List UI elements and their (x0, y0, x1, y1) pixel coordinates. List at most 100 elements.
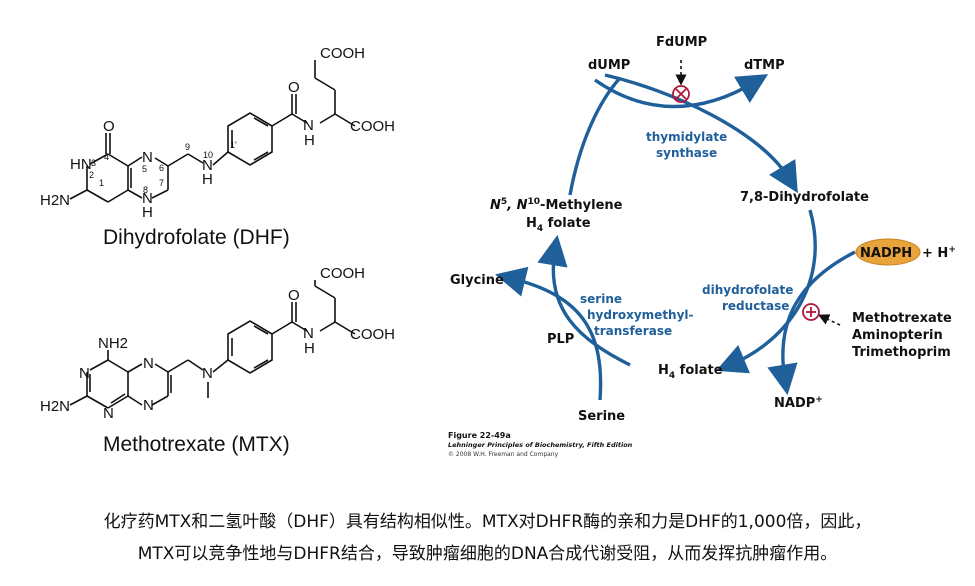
mtx-n4: N (143, 397, 154, 414)
dhf-num-7: 7 (159, 178, 164, 188)
dhf-hn: HN (70, 156, 92, 173)
arc-dhf-to-thf (715, 209, 817, 374)
mthf-sub4: 4 (537, 224, 543, 234)
dhf-num-8: 8 (143, 185, 148, 195)
ts-label-1: thymidylate (646, 130, 727, 144)
dhf-n10: N (202, 157, 213, 174)
figure-book: Lehninger Principles of Biochemistry, Fi… (448, 441, 633, 449)
shmt-label-1: serine (580, 292, 622, 306)
inhibitor-2: Aminopterin (852, 328, 943, 343)
thf-sub: 4 (669, 371, 675, 381)
arc-serine-to-glycine (495, 266, 603, 401)
nadp-sup: + (815, 395, 823, 405)
dump-label: dUMP (588, 58, 630, 73)
dhf-num-5: 5 (142, 164, 147, 174)
nadph-oval (855, 238, 921, 266)
mthf-sup5: 5 (501, 197, 507, 207)
mthf-label-1: N5, N10-Methylene (490, 197, 623, 213)
dhfr-label-2: reductase (722, 299, 789, 313)
caption: 化疗药MTX和二氢叶酸（DHF）具有结构相似性。MTX对DHFR酶的亲和力是DH… (0, 506, 975, 570)
dhf-num-4: 4 (104, 152, 109, 162)
dtmp-label: dTMP (744, 58, 785, 73)
figure-title: Figure 22-49a (448, 431, 511, 440)
dhf-label: 7,8-Dihydrofolate (740, 190, 869, 205)
dhf-num-1: 1 (99, 178, 104, 188)
dhf-structure (69, 60, 356, 203)
nadp-label: NADP+ (774, 395, 823, 411)
dhf-labels: COOH COOH O N H O HN H2N N N H N H 1 2 3… (40, 45, 395, 249)
mtx-n3: N (143, 355, 154, 372)
mtx-amide-h: H (304, 340, 315, 357)
dhf-cooh-right: COOH (350, 118, 395, 135)
inhibitor-1: Methotrexate (852, 311, 952, 326)
thf-folate: folate (675, 363, 723, 378)
inhibit-icon-ts (672, 85, 690, 103)
mtx-n1: N (79, 365, 90, 382)
mtx-arrow (817, 314, 841, 326)
cycle-arcs (495, 73, 856, 401)
dhf-ring-o: O (103, 118, 115, 135)
dhf-num-6: 6 (159, 163, 164, 173)
mtx-h2n: H2N (40, 398, 70, 415)
dhf-n5: N (142, 149, 153, 166)
shmt-label-2: hydroxymethyl- (587, 308, 694, 322)
dhf-name: Dihydrofolate (DHF) (103, 226, 290, 249)
dhf-num-2: 2 (89, 170, 94, 180)
cycle-labels: FdUMP dUMP dTMP thymidylate synthase 7,8… (448, 35, 956, 458)
mtx-cooh-top: COOH (320, 265, 365, 282)
inhibit-icon-dhfr (802, 303, 820, 321)
figure-copyright: © 2008 W.H. Freeman and Company (448, 451, 559, 458)
mthf-n5: N (490, 198, 501, 213)
mtx-carbonyl-o: O (288, 287, 300, 304)
mthf-rest: -Methylene (540, 198, 623, 213)
dhf-amide-n: N (303, 117, 314, 134)
arc-dump-to-dtmp (594, 74, 769, 109)
dhfr-label-1: dihydrofolate (702, 283, 793, 297)
caption-line-2: MTX可以竞争性地与DHFR结合，导致肿瘤细胞的DNA合成代谢受阻，从而发挥抗肿… (137, 544, 838, 564)
dhf-n8: N (142, 190, 153, 207)
mtx-nh2: NH2 (98, 335, 128, 352)
dhf-num-1prime: 1' (230, 140, 237, 150)
mtx-amide-n: N (303, 325, 314, 342)
ts-label-2: synthase (656, 146, 717, 160)
shmt-label-3: transferase (594, 324, 672, 338)
mtx-cooh-right: COOH (350, 326, 395, 343)
dhf-n10-h: H (202, 171, 213, 188)
dhf-num-9: 9 (185, 142, 190, 152)
mthf-folate: folate (543, 216, 591, 231)
chemical-structures: COOH COOH O N H O HN H2N N N H N H 1 2 3… (40, 45, 395, 456)
arc-ts-to-dhf (604, 73, 798, 194)
dhf-carbonyl-o: O (288, 79, 300, 96)
caption-line-1: 化疗药MTX和二氢叶酸（DHF）具有结构相似性。MTX对DHFR酶的亲和力是DH… (103, 512, 872, 532)
mthf-h: H (526, 216, 537, 231)
dhf-num-10: 10 (203, 150, 213, 160)
mthf-label-2: H4 folate (526, 216, 591, 234)
mtx-structure (69, 280, 356, 409)
mtx-labels: COOH COOH O N H NH2 H2N N N N N N Methot… (40, 265, 395, 456)
mthf-sup10: 10 (528, 197, 541, 207)
dhf-h2n: H2N (40, 192, 70, 209)
dhf-amide-h: H (304, 132, 315, 149)
glycine-label: Glycine (450, 273, 504, 288)
dhf-n8-h: H (142, 204, 153, 221)
thf-h: H (658, 363, 669, 378)
nadph-label: NADPH (860, 246, 912, 261)
arc-thf-to-mthf (537, 234, 631, 367)
dhf-num-3: 3 (91, 158, 96, 168)
fdump-label: FdUMP (656, 35, 707, 50)
plus-h: + H (922, 246, 948, 261)
inhibitor-3: Trimethoprim (852, 345, 951, 360)
mtx-name: Methotrexate (MTX) (103, 433, 290, 456)
nadp: NADP (774, 396, 815, 411)
mtx-n-methyl: N (202, 365, 213, 382)
folate-cycle-diagram: FdUMP dUMP dTMP thymidylate synthase 7,8… (448, 35, 956, 458)
mtx-n2: N (103, 405, 114, 422)
plus-h-label: + H+ (922, 245, 956, 261)
serine-label: Serine (578, 409, 625, 424)
arc-mthf-to-ts (568, 76, 622, 196)
thf-label: H4 folate (658, 363, 723, 381)
plus-h-sup: + (948, 245, 956, 255)
mthf-n10: , N (506, 198, 527, 213)
plp-label: PLP (547, 332, 574, 347)
dhf-cooh-top: COOH (320, 45, 365, 62)
